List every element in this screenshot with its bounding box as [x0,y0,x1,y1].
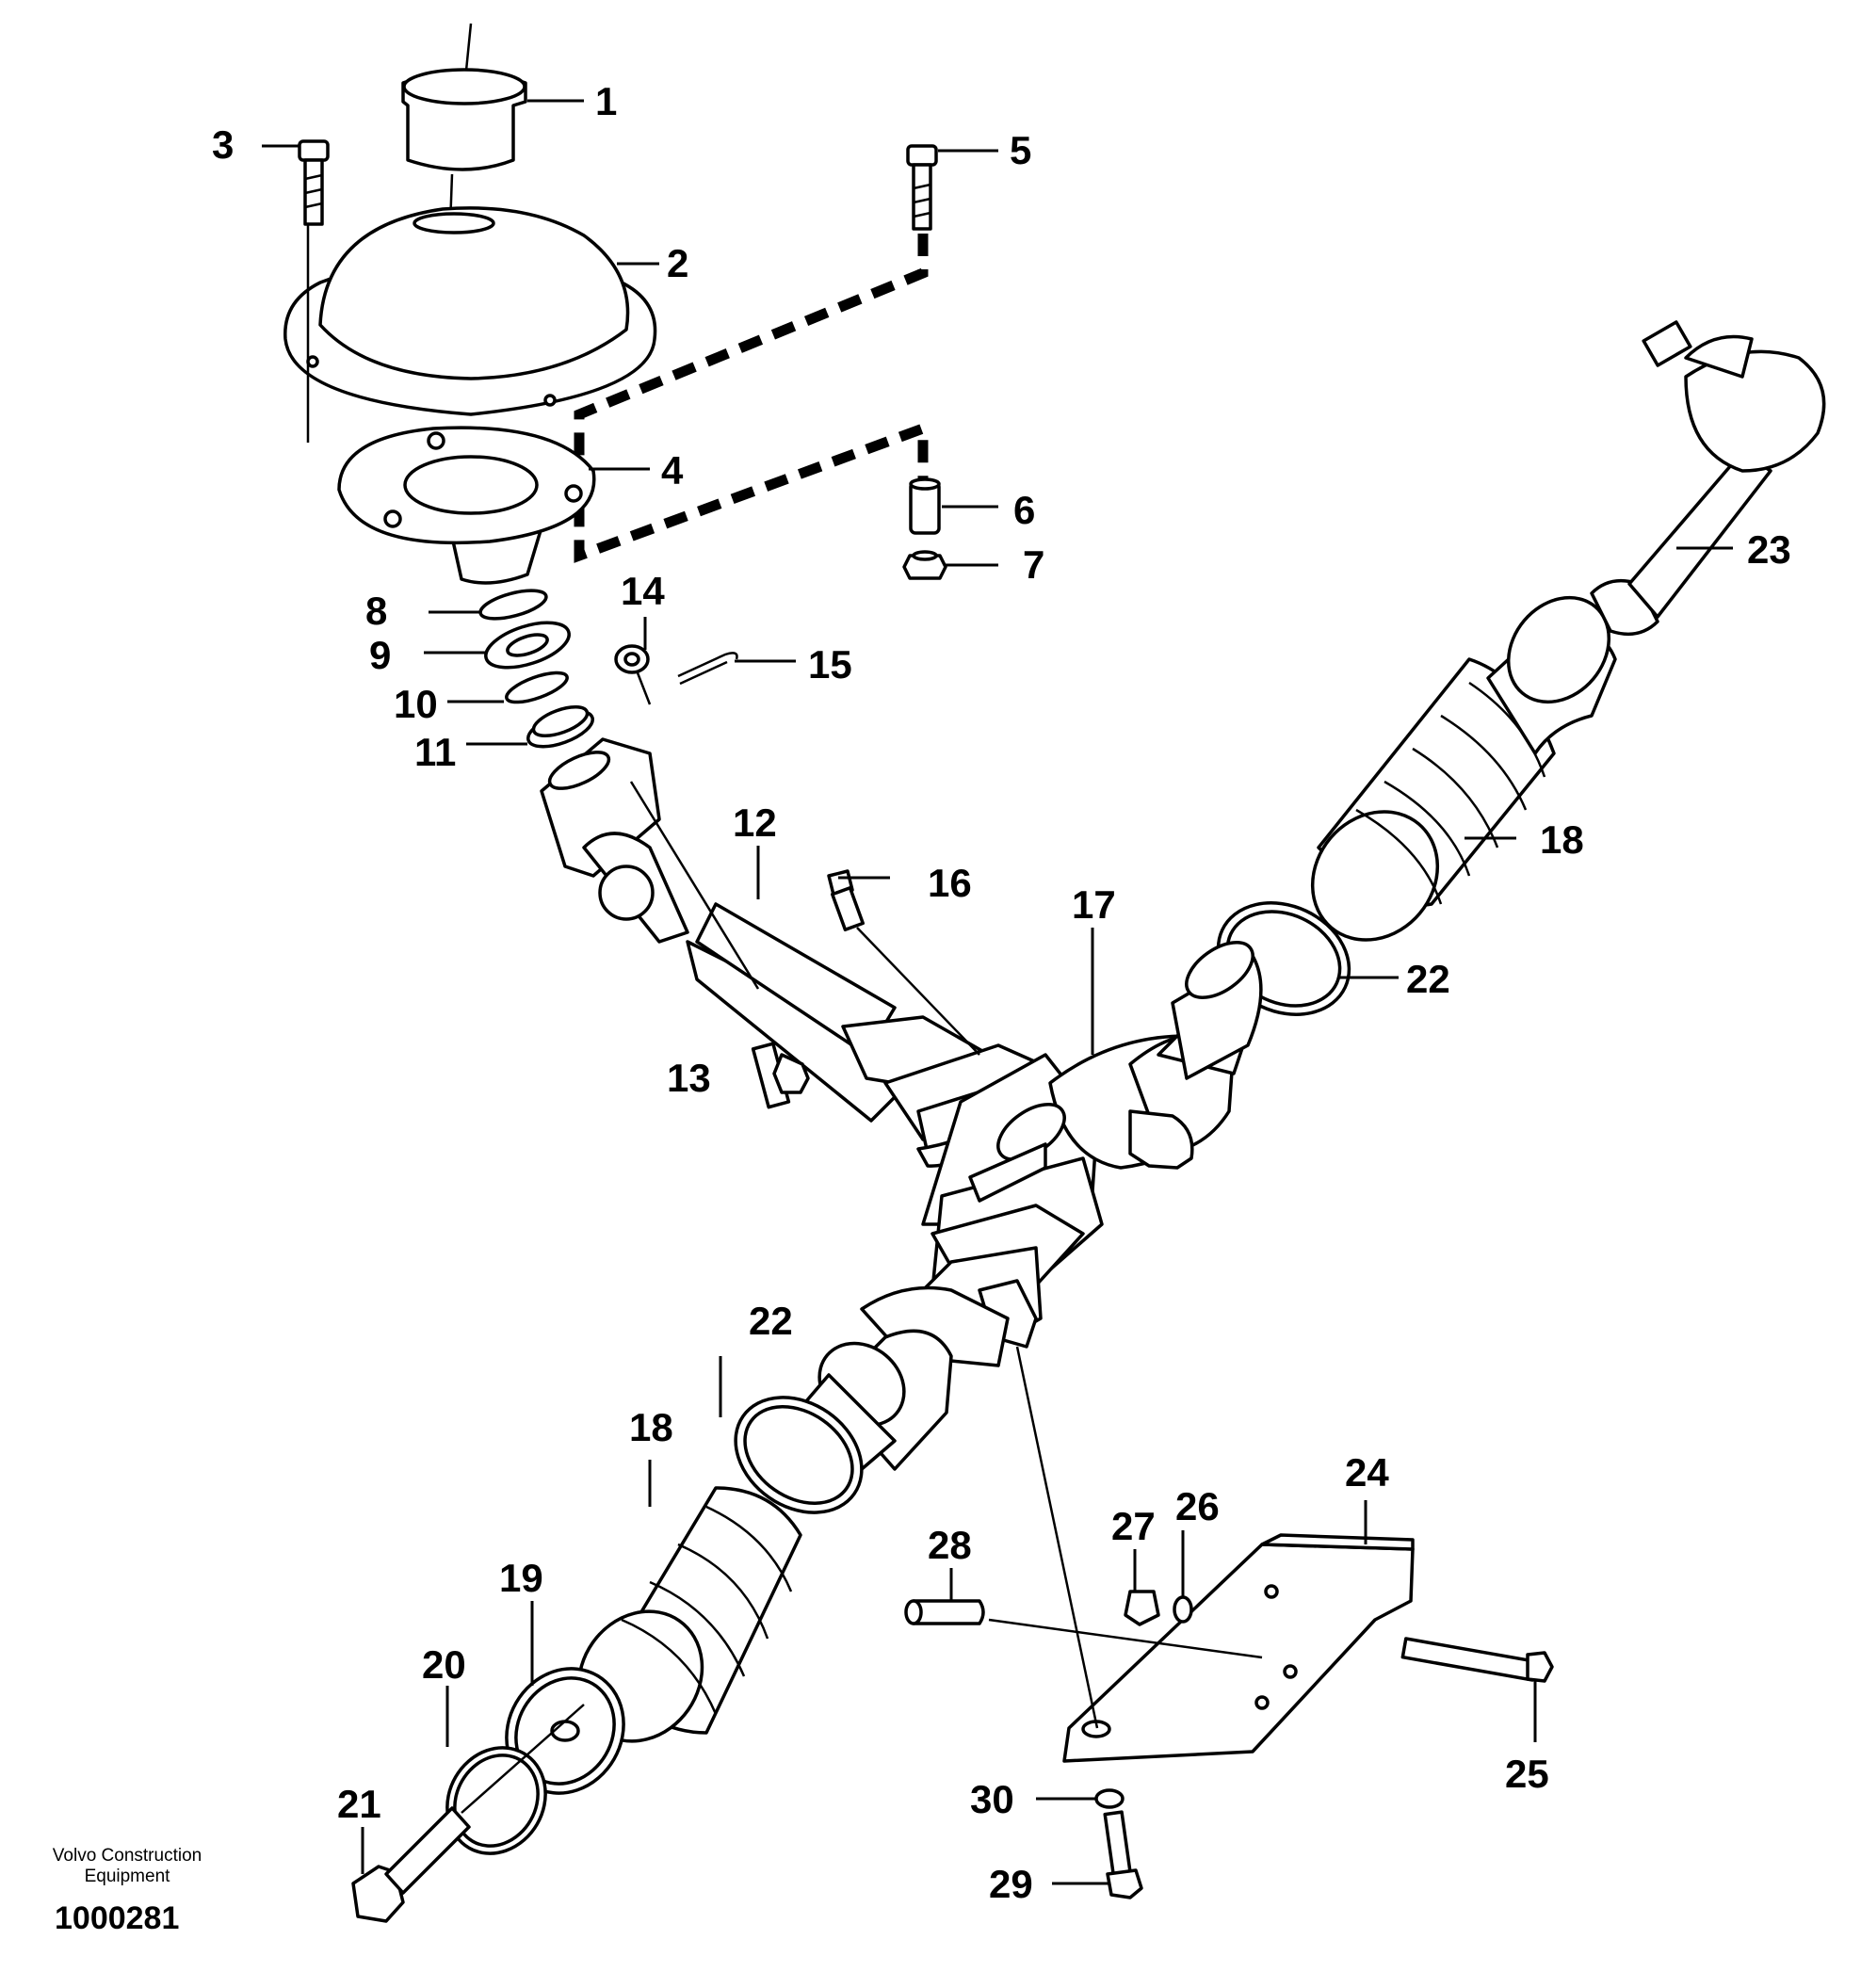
drawing-number: 1000281 [55,1900,180,1936]
hidden-line-bolt-path [574,234,929,563]
leader-lines [262,99,1733,1885]
part-6-spacer [909,477,941,535]
part-28-spacer-sleeve [904,1599,1263,1659]
callout-5: 5 [1010,128,1031,172]
part-17-steering-gear [860,996,1254,1367]
part-9-bearing [484,621,571,670]
callout-11: 11 [414,730,456,774]
callout-10: 10 [394,682,438,726]
callout-27: 27 [1111,1504,1156,1548]
part-1-sleeve [401,23,527,227]
callout-6: 6 [1013,488,1035,532]
callout-22-lower: 22 [749,1299,793,1343]
part-13-bolt [751,1042,810,1109]
part-20-o-ring [445,1746,547,1855]
brand-label: Volvo Construction Equipment [28,1846,226,1887]
callout-13: 13 [667,1056,711,1100]
part-23-tie-rod [1590,320,1826,637]
callout-25: 25 [1505,1752,1549,1796]
callout-12: 12 [733,800,777,845]
part-11-bushing [526,705,594,749]
callout-labels: 1 2 3 4 5 6 7 8 9 10 11 12 13 14 15 16 1… [212,79,1791,1906]
callout-28: 28 [928,1523,972,1567]
part-26-washer [1173,1595,1193,1624]
callout-1: 1 [595,79,617,123]
brand-line-1: Volvo Construction [52,1846,202,1866]
callout-30: 30 [970,1777,1014,1821]
part-2-dome-cover [283,206,657,443]
callout-21: 21 [337,1782,381,1826]
part-7-nut [902,550,947,580]
callout-17: 17 [1072,882,1116,927]
callout-8: 8 [365,589,387,633]
brand-line-2: Equipment [84,1867,170,1886]
part-27-nut [1124,1590,1160,1626]
part-5-bolt [906,144,938,231]
callout-24: 24 [1345,1450,1389,1495]
rack-tube-upper [1171,941,1263,1080]
part-14-washer [614,644,652,705]
part-3-bolt [298,139,330,226]
part-18-bellows-upper [1310,595,1617,942]
part-4-flange-plate [337,426,596,585]
part-15-pin [677,652,738,686]
callout-29: 29 [989,1862,1033,1906]
callout-26: 26 [1175,1484,1220,1528]
callout-22-upper: 22 [1406,957,1450,1001]
part-24-bracket [1015,1346,1415,1763]
callout-4: 4 [661,448,684,493]
callout-15: 15 [808,642,852,687]
part-10-spring-washer [505,671,569,704]
part-22-clamp-lower [734,1396,864,1514]
callout-20: 20 [422,1642,466,1687]
part-30-washer [1094,1788,1125,1809]
callout-18-lower: 18 [629,1405,673,1449]
callout-14: 14 [621,569,665,613]
part-21-bolt [351,1704,585,1923]
callout-18-upper: 18 [1540,817,1584,862]
part-8-circlip [478,589,548,621]
callout-7: 7 [1023,542,1044,587]
callout-2: 2 [667,241,688,285]
callout-9: 9 [369,633,391,677]
callout-23: 23 [1747,527,1791,572]
callout-16: 16 [928,861,972,905]
callout-19: 19 [499,1556,543,1600]
part-25-bolt [1400,1637,1554,1683]
part-29-bolt [1103,1810,1143,1899]
callout-3: 3 [212,122,234,167]
